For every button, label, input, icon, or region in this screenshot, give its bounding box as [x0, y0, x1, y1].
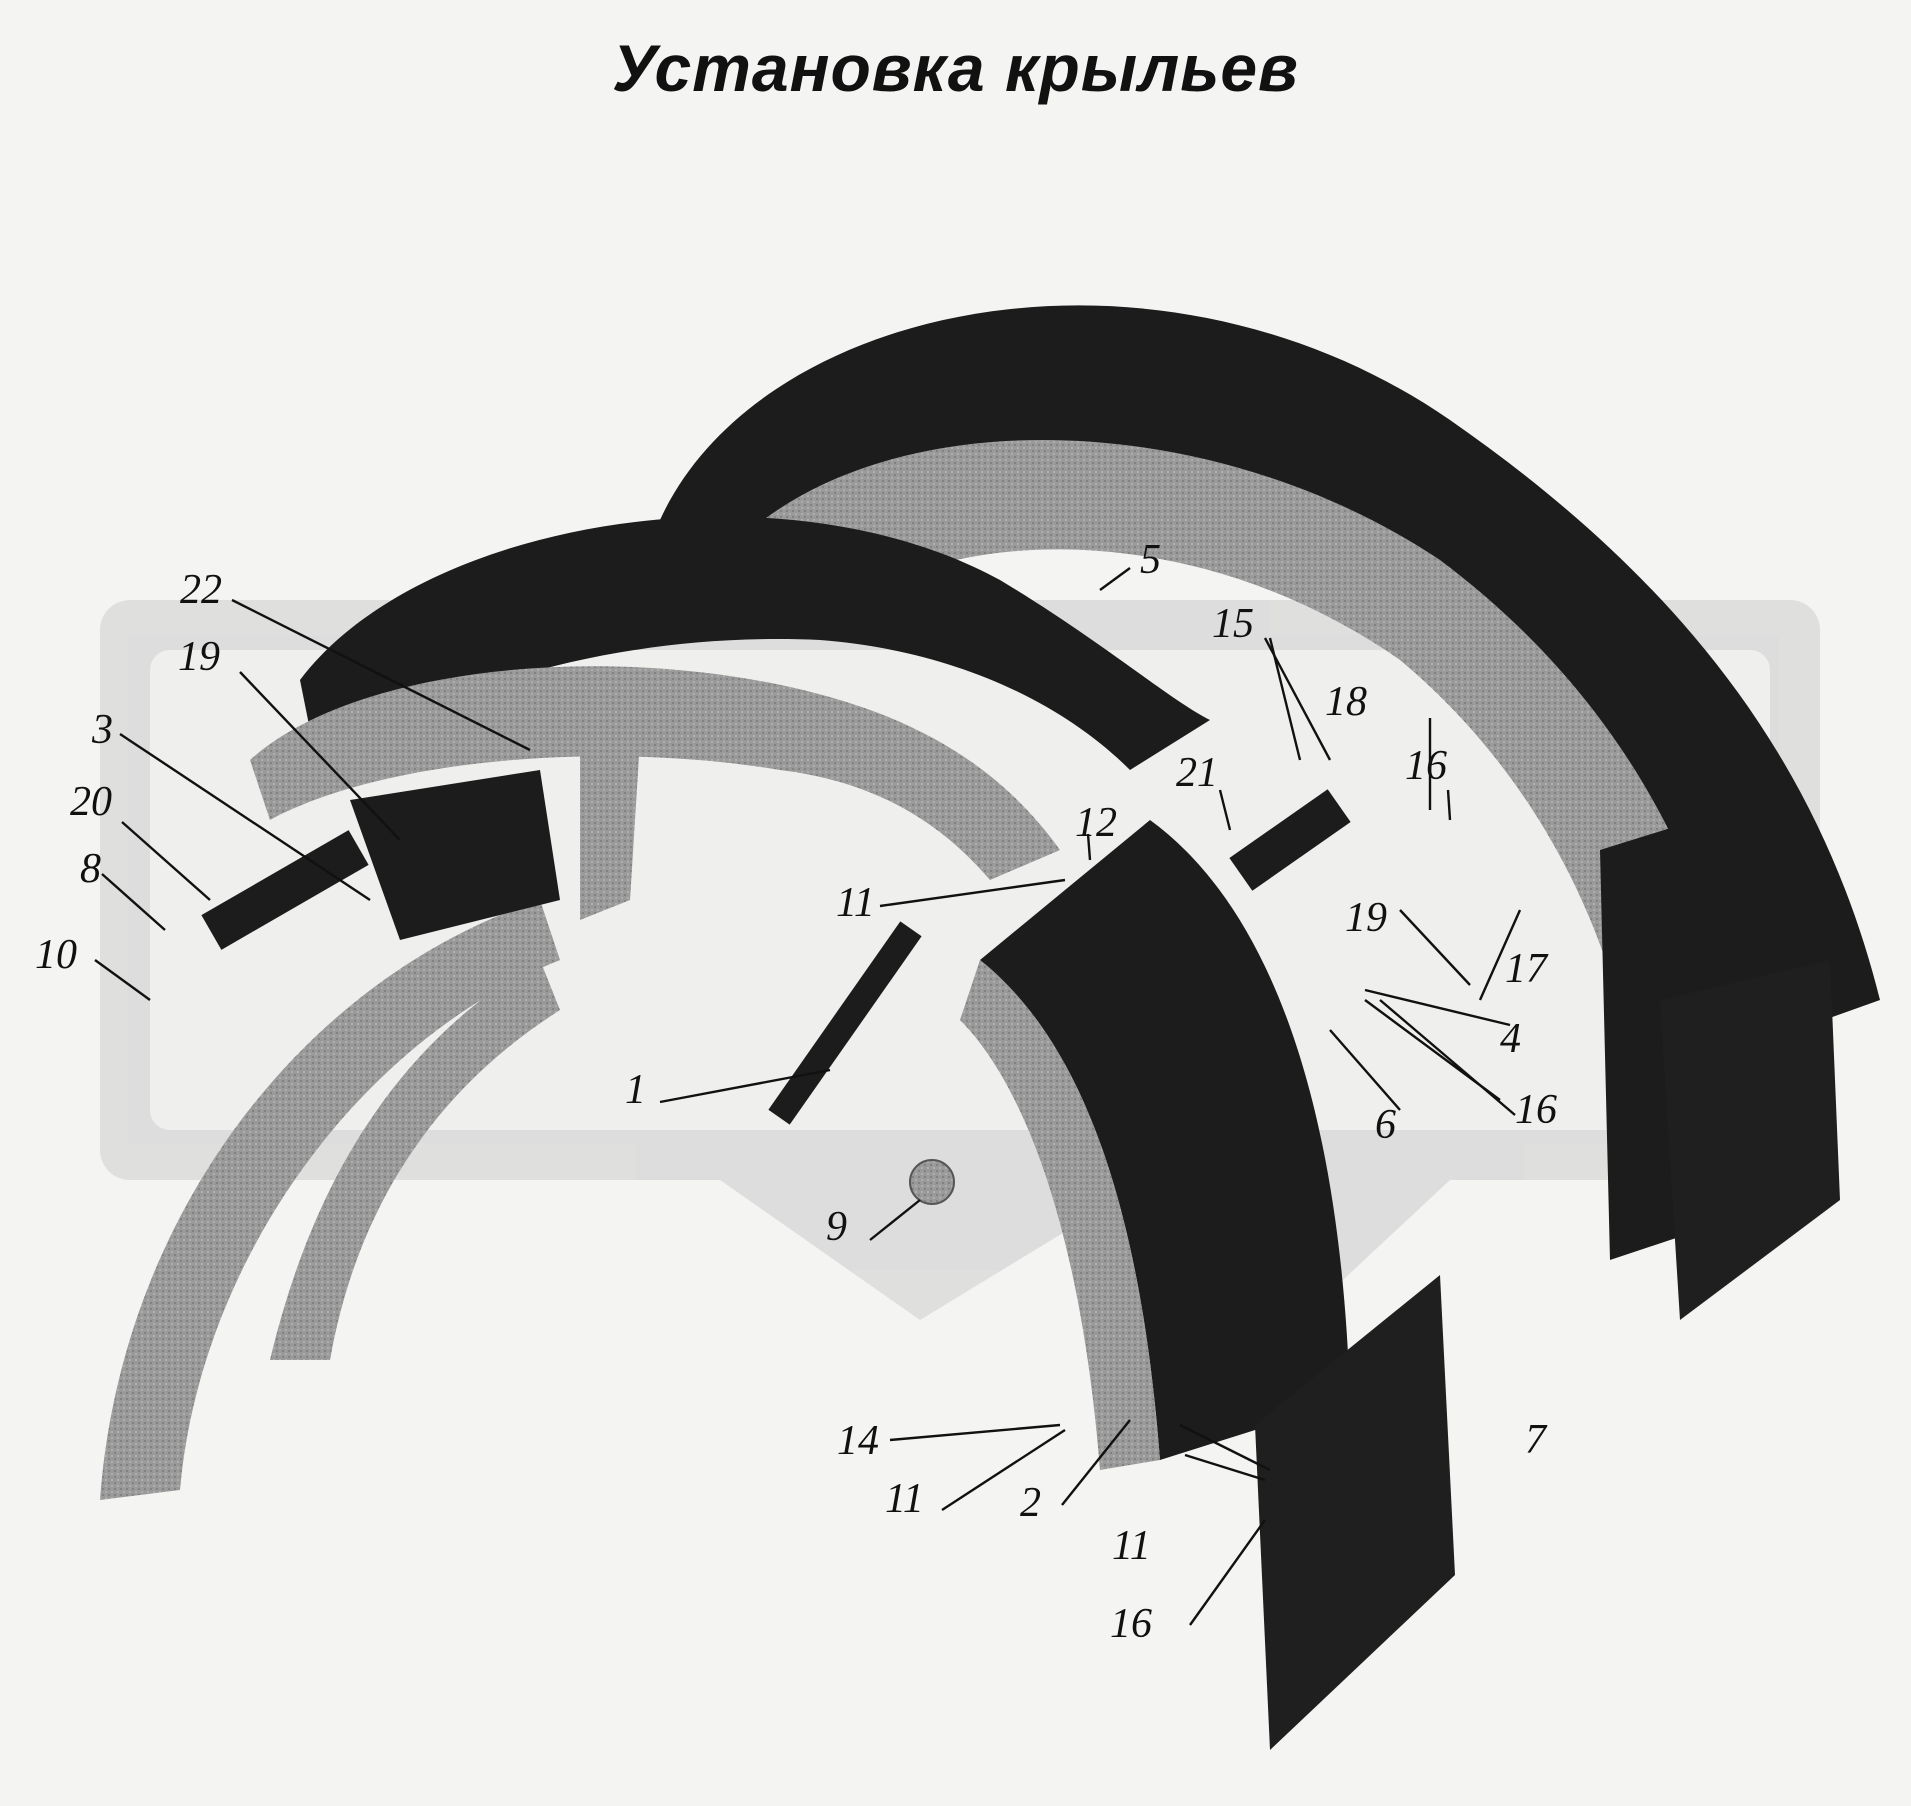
rear-mud-flap: [1660, 960, 1840, 1320]
cap-part: [909, 1159, 955, 1205]
right-fender: [960, 820, 1350, 1470]
left-fender: [100, 770, 560, 1500]
callout-17: 17: [1505, 946, 1549, 992]
callout-2: 2: [1020, 1480, 1041, 1526]
page-title: Установка крыльев: [612, 31, 1299, 105]
callout-11-upper: 11: [836, 880, 875, 926]
front-fender: [250, 516, 1210, 920]
callout-6: 6: [1375, 1102, 1396, 1148]
callout-22: 22: [180, 567, 222, 613]
bracket-tube: [1229, 789, 1351, 891]
callout-20: 20: [70, 779, 112, 825]
side-tube: [201, 830, 369, 950]
callout-16-top: 16: [1405, 743, 1447, 789]
leader-lines: [94, 567, 1522, 1626]
callout-9: 9: [826, 1204, 847, 1250]
callout-10: 10: [35, 932, 77, 978]
callout-8: 8: [80, 846, 101, 892]
callout-11-flap: 11: [1112, 1523, 1151, 1569]
callout-12: 12: [1075, 800, 1117, 846]
callout-4: 4: [1500, 1016, 1521, 1062]
callout-7: 7: [1525, 1417, 1548, 1463]
callout-11-lower: 11: [885, 1476, 924, 1522]
callout-1: 1: [625, 1067, 646, 1113]
callout-13: 15: [1212, 601, 1254, 647]
callout-18: 18: [1325, 679, 1367, 725]
callout-19-left: 19: [178, 634, 220, 680]
callout-14: 16: [1110, 1601, 1152, 1647]
callout-labels: 22 19 3 20 8 10 5 15 18 21 16 12 11 19 1…: [35, 537, 1557, 1647]
callout-19-right: 19: [1345, 895, 1387, 941]
callout-3: 3: [91, 707, 113, 753]
callout-5: 5: [1140, 537, 1161, 583]
callout-16-bottom: 16: [1515, 1087, 1557, 1133]
callout-21: 21: [1176, 750, 1218, 796]
callout-15: 14: [837, 1418, 879, 1464]
front-mud-flap: [1255, 1275, 1455, 1750]
rear-fender: [660, 305, 1880, 1260]
